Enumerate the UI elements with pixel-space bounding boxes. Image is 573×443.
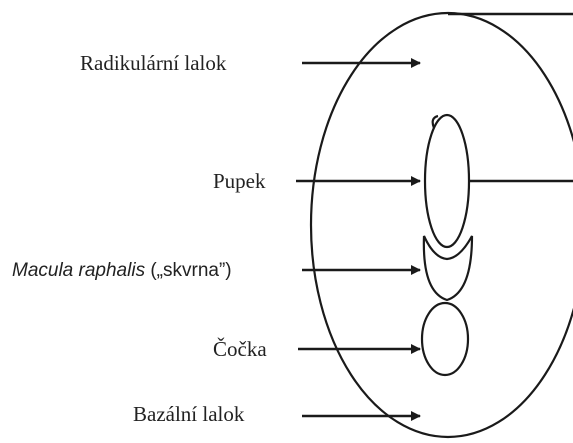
label-hilum: Pupek — [213, 169, 266, 193]
seed-outline — [309, 11, 573, 439]
label-basal-lobe: Bazální lalok — [133, 402, 245, 426]
label-macula-italic: Macula raphalis — [12, 260, 146, 281]
label-macula: Macula raphalis („skvrna”) — [12, 260, 232, 281]
macula-shape — [422, 235, 474, 302]
lens-shape — [420, 301, 470, 377]
hilum-notch — [431, 114, 439, 129]
label-radicular-lobe: Radikulární lalok — [80, 51, 227, 75]
label-macula-rest: („skvrna”) — [145, 260, 232, 281]
hilum-shape — [423, 113, 471, 249]
label-lens: Čočka — [213, 337, 267, 361]
